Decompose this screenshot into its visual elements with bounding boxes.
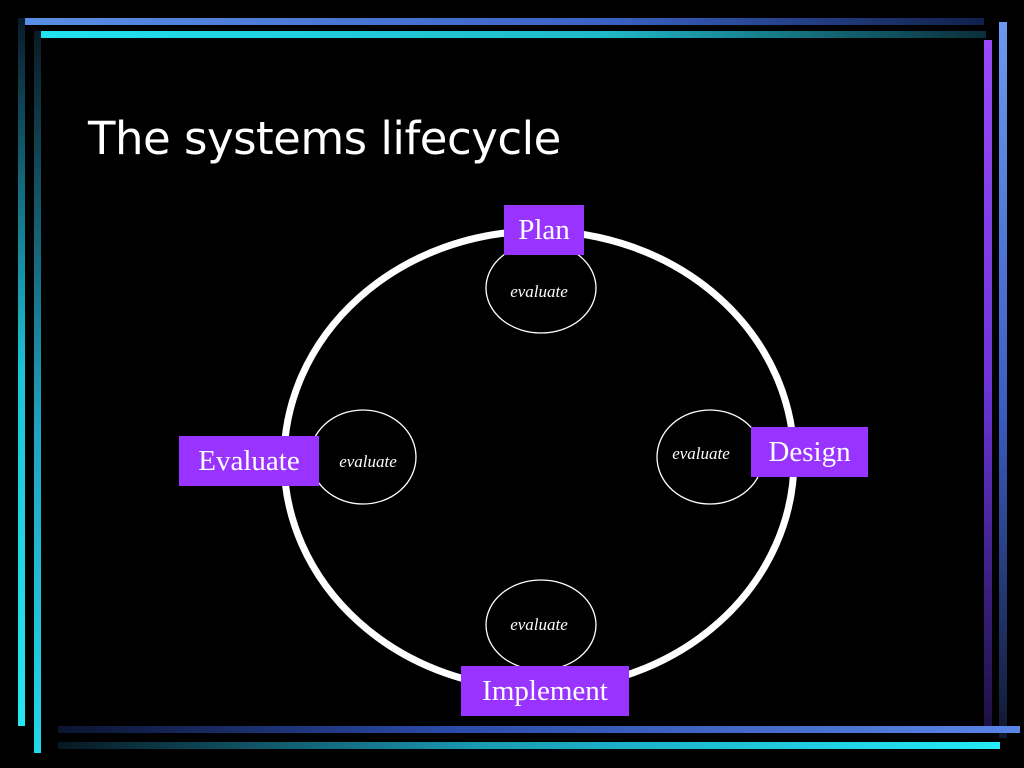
frame-bar-left-outer [18,18,25,726]
evaluate-node-label-right: evaluate [672,444,730,463]
frame-bar-left-inner [34,31,41,753]
frame-bar-right-inner [984,40,992,730]
evaluate-node-label-left: evaluate [339,452,397,471]
frame-bar-bottom-outer [58,742,1000,749]
frame-bar-bottom-inner [58,726,1020,733]
stage-implement: Implement [461,666,629,716]
frame-bar-top-outer [18,18,984,25]
stage-design: Design [751,427,868,477]
evaluate-node-label-top: evaluate [510,282,568,301]
slide-title: The systems lifecycle [88,112,561,165]
stage-evaluate: Evaluate [179,436,319,486]
evaluate-node-label-bottom: evaluate [510,615,568,634]
frame-bar-right-outer [999,22,1007,738]
frame-bar-top-inner [34,31,986,38]
stage-plan: Plan [504,205,584,255]
